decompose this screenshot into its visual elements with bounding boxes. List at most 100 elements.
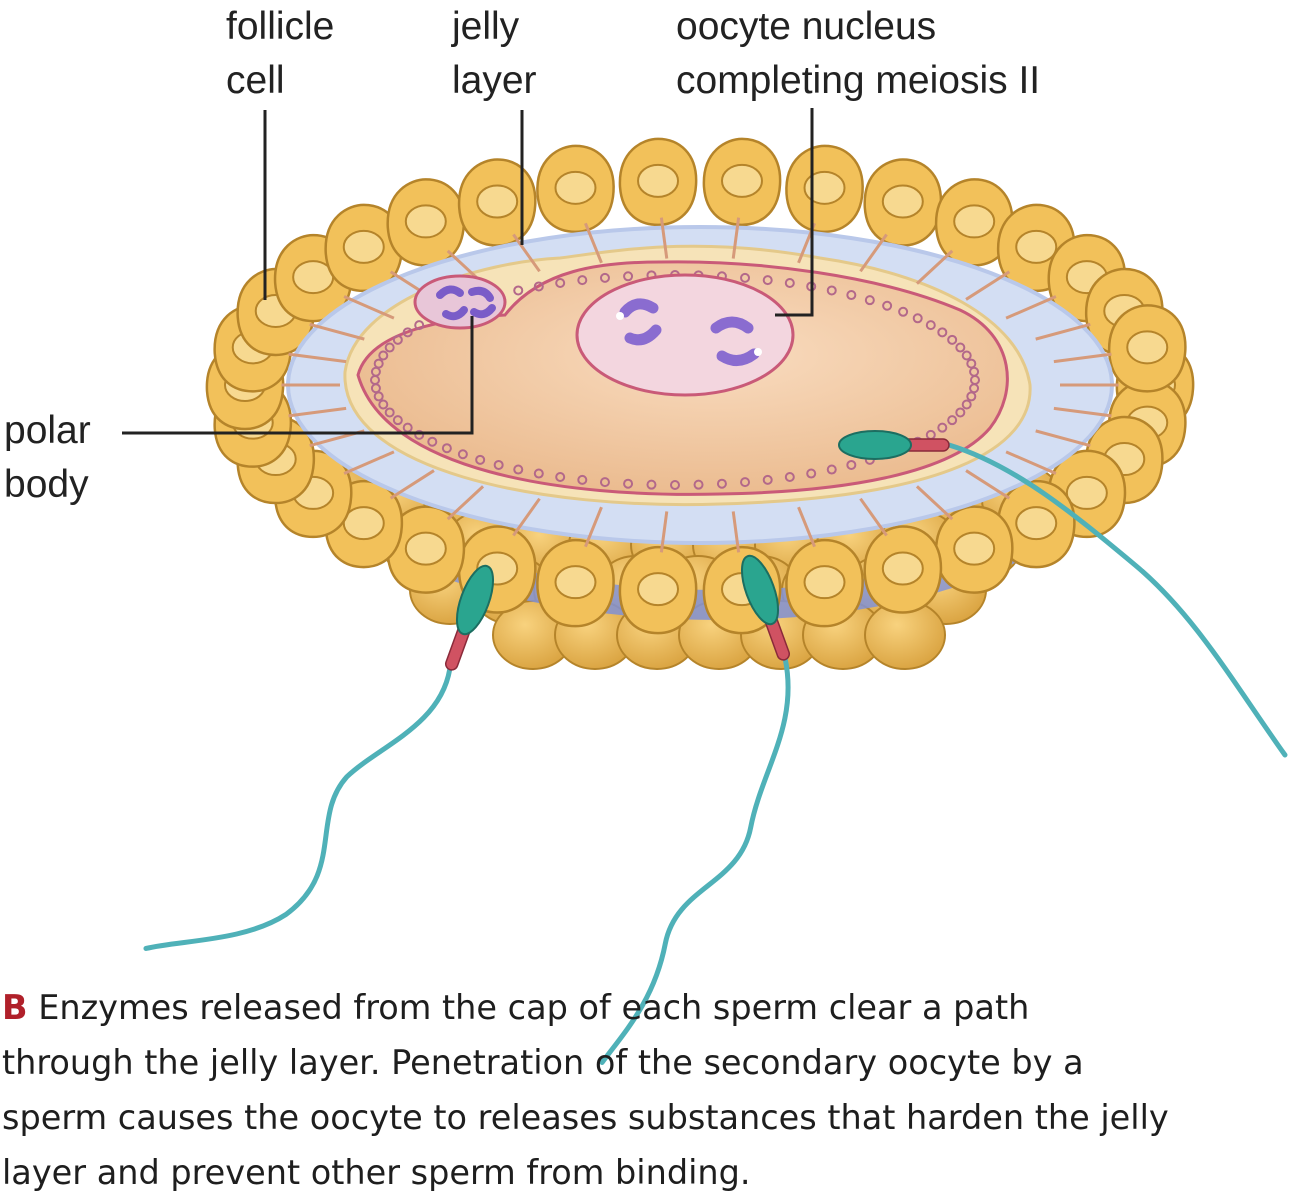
cortical-granule (414, 429, 425, 440)
cortical-granule (826, 285, 837, 296)
sperm-tail (946, 442, 1288, 758)
cortical-granule (740, 272, 751, 283)
follicle-cell (934, 505, 1014, 594)
cortical-granule (846, 459, 857, 470)
cortical-granule (373, 358, 384, 369)
follicle-process (965, 469, 1011, 500)
cortical-granule (864, 295, 875, 306)
label-oocyte-nucleus-line1: oocyte nucleus (676, 5, 937, 48)
cortical-granule (599, 477, 610, 488)
caption-line-1-text: Enzymes released from the cap of each sp… (38, 988, 1030, 1027)
cortical-granule (623, 478, 634, 489)
follicle-process (309, 322, 365, 341)
cortical-granule (493, 459, 504, 470)
cortical-granule (762, 275, 773, 286)
follicle-cell (386, 178, 466, 267)
cortical-granule (555, 472, 566, 483)
follicle-process (446, 485, 485, 521)
cortical-granule (826, 464, 837, 475)
follicle-cell (785, 538, 864, 628)
follicle-cell (702, 137, 782, 227)
sperm-cells (143, 430, 1288, 1066)
caption-line-3: sperm causes the oocyte to releases subs… (2, 1098, 1169, 1137)
cortical-granule (373, 391, 384, 402)
cortical-granule (441, 443, 452, 454)
cortical-granule (577, 275, 588, 286)
caption-line-1: B Enzymes released from the cap of each … (2, 980, 1287, 1035)
cortical-granule (806, 468, 817, 479)
cortical-granule (693, 479, 704, 490)
leader-polar-body (122, 316, 474, 435)
follicle-process (731, 217, 741, 259)
follicle-cell (618, 137, 698, 227)
cortical-granule (966, 358, 977, 369)
follicle-process (1035, 322, 1091, 341)
cortical-granule (937, 422, 948, 433)
follicle-process (915, 485, 954, 521)
follicle-cell (863, 158, 943, 247)
cortical-granule (955, 407, 966, 418)
follicle-cell (1107, 304, 1187, 393)
follicle-cell (236, 267, 315, 357)
polar-body (413, 274, 507, 330)
follicle-process (915, 249, 954, 285)
sperm-head (740, 554, 780, 626)
follicle-cell (785, 144, 864, 234)
cortical-granule (533, 281, 544, 292)
cortical-granule (670, 480, 680, 490)
label-follicle-cell-line2: cell (226, 59, 285, 102)
leader-oocyte-nucleus (775, 108, 814, 317)
follicle-cell (324, 203, 404, 293)
sperm (143, 564, 495, 951)
cortical-granule (966, 391, 977, 402)
cortical-granule (912, 313, 923, 324)
cortical-granule (947, 415, 958, 426)
follicle-process (1053, 406, 1112, 418)
cortical-granule (370, 366, 381, 377)
cortical-granule (740, 477, 751, 488)
cortical-granule (937, 327, 948, 338)
cortical-granule (969, 366, 980, 377)
label-polar-body: polar body (4, 404, 91, 512)
follicle-process (1053, 352, 1112, 364)
cortical-granule (925, 320, 936, 331)
follicle-process (288, 352, 347, 364)
follicle-process (288, 406, 347, 418)
cortical-granule (427, 436, 438, 447)
cortical-granule (961, 399, 972, 410)
cortical-granule (955, 342, 966, 353)
cortical-granule (384, 342, 395, 353)
cortical-granule (646, 479, 657, 490)
follicle-process (965, 270, 1011, 301)
leader-lines (122, 108, 814, 435)
cortical-granule (846, 290, 857, 301)
sperm-tail (599, 657, 791, 1066)
label-jelly-layer-line2: layer (452, 59, 537, 102)
cortical-granule (599, 272, 610, 283)
follicle-process (584, 222, 603, 264)
cortical-granule (947, 334, 958, 345)
follicle-cell-processes (281, 217, 1119, 553)
follicle-process (1005, 295, 1057, 320)
follicle-cell (457, 158, 537, 247)
cortical-granule (402, 327, 413, 338)
cortical-granule (784, 277, 795, 288)
cortical-granule (555, 277, 566, 288)
follicle-process (343, 450, 395, 475)
follicle-process (731, 511, 741, 553)
sperm-head (455, 564, 495, 636)
label-oocyte-nucleus: oocyte nucleus completing meiosis II (676, 0, 1040, 108)
caption-line-2: through the jelly layer. Penetration of … (2, 1043, 1084, 1082)
follicle-process (659, 511, 669, 553)
figure-caption: B Enzymes released from the cap of each … (2, 980, 1287, 1200)
cortical-granule (392, 334, 403, 345)
label-follicle-cell-line1: follicle (226, 5, 335, 48)
follicle-process (859, 497, 888, 537)
cortical-granule (533, 468, 544, 479)
cortical-granule (961, 350, 972, 361)
sperm-tail (143, 667, 453, 951)
label-follicle-cell: follicle cell (226, 0, 334, 108)
oocyte-nucleus (575, 273, 795, 397)
label-oocyte-nucleus-line2: completing meiosis II (676, 59, 1041, 102)
